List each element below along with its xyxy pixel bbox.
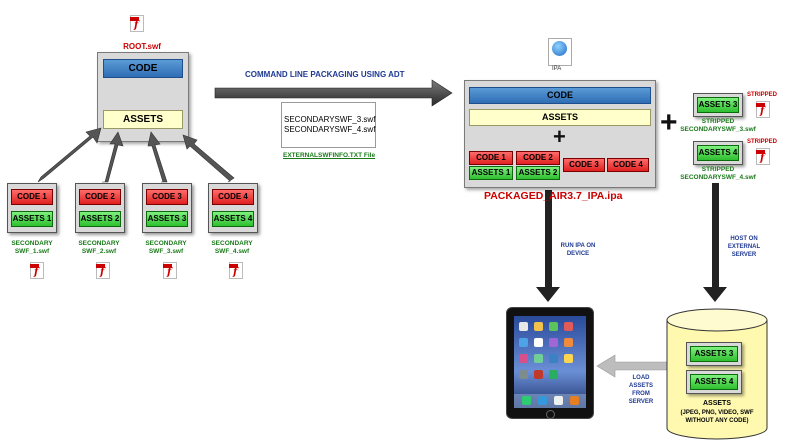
stripped-4-assets: ASSETS 4 [697, 145, 739, 161]
server-assets-4-box: ASSETS 4 [686, 370, 742, 394]
secondary-1-code: CODE 1 [11, 189, 53, 205]
upward-arrows [37, 127, 235, 183]
config-line-1: SECONDARYSWF_3.swf [284, 115, 376, 124]
ipa-assets-2: ASSETS 2 [516, 166, 560, 180]
stripped-swf-3-box: ASSETS 3 [693, 93, 743, 117]
root-assets-bar: ASSETS [103, 110, 183, 129]
secondary-swf-2-box: CODE 2 ASSETS 2 [75, 183, 125, 233]
load-assets-arrow [596, 354, 669, 378]
ipa-code-1: CODE 1 [469, 151, 513, 165]
flash-file-icon: f [756, 101, 770, 118]
flash-file-icon: f [130, 15, 144, 32]
secondary-swf-1-box: CODE 1 ASSETS 1 [7, 183, 57, 233]
server-title: ASSETS [702, 400, 731, 407]
run-ipa-label: RUN IPA ON DEVICE [560, 243, 596, 257]
server-assets-3-box: ASSETS 3 [686, 342, 742, 366]
secondary-1-label: SECONDARY SWF_1.swf [11, 240, 53, 255]
ipa-assets-1: ASSETS 1 [469, 166, 513, 180]
packaging-arrow-label: COMMAND LINE PACKAGING USING ADT [245, 70, 405, 79]
secondary-2-code: CODE 2 [79, 189, 121, 205]
secondary-swf-4-box: CODE 4 ASSETS 4 [208, 183, 258, 233]
secondary-2-assets: ASSETS 2 [79, 211, 121, 227]
stripped-3-label: STRIPPED SECONDARYSWF_3.swf [680, 118, 756, 133]
root-file-label: ROOT.swf [123, 42, 161, 51]
stripped-4-tag: STRIPPED [747, 139, 778, 145]
ipa-file-icon [548, 38, 572, 66]
home-button [546, 410, 555, 419]
ipa-code-bar: CODE [469, 87, 651, 104]
ipa-code-2: CODE 2 [516, 151, 560, 165]
config-file-label: EXTERNALSWFINFO.TXT File [283, 152, 376, 159]
load-assets-label: LOAD ASSETS FROM SERVER [628, 375, 654, 405]
ipa-plus: + [553, 124, 566, 149]
stripped-3-tag: STRIPPED [747, 92, 778, 98]
stripped-3-assets: ASSETS 3 [697, 97, 739, 113]
server-assets-3: ASSETS 3 [690, 346, 738, 362]
secondary-3-label: SECONDARY SWF_3.swf [145, 240, 187, 255]
root-code-bar: CODE [103, 59, 183, 78]
packaging-arrow [214, 79, 453, 107]
ipa-icon-label: IPA [552, 66, 562, 72]
config-file-box: SECONDARYSWF_3.swf SECONDARYSWF_4.swf [281, 102, 376, 148]
stripped-plus: + [660, 106, 678, 139]
host-external-arrow [703, 183, 727, 302]
stripped-swf-4-box: ASSETS 4 [693, 141, 743, 165]
secondary-swf-3-box: CODE 3 ASSETS 3 [142, 183, 192, 233]
secondary-3-assets: ASSETS 3 [146, 211, 188, 227]
config-line-2: SECONDARYSWF_4.swf [284, 125, 376, 134]
ipa-music-icon [552, 41, 567, 56]
server-subtitle: (JPEG, PNG, VIDEO, SWF WITHOUT ANY CODE) [680, 410, 754, 424]
secondary-3-code: CODE 3 [146, 189, 188, 205]
ipa-file-label: PACKAGED_AIR3.7_IPA.ipa [484, 190, 623, 202]
app-icon-grid [514, 322, 586, 408]
secondary-2-label: SECONDARY SWF_2.swf [78, 240, 120, 255]
secondary-4-assets: ASSETS 4 [212, 211, 254, 227]
tablet-screen [514, 316, 586, 408]
ipa-code-4: CODE 4 [607, 158, 649, 172]
ipa-code-3: CODE 3 [563, 158, 605, 172]
run-ipa-arrow [536, 190, 560, 302]
ipa-package-box: CODE ASSETS + CODE 1 ASSETS 1 CODE 2 ASS… [464, 80, 656, 188]
flash-file-icon: f [756, 148, 770, 165]
root-swf-box: CODE ASSETS [97, 52, 189, 142]
flash-file-icon: f [96, 262, 110, 279]
secondary-4-code: CODE 4 [212, 189, 254, 205]
secondary-1-assets: ASSETS 1 [11, 211, 53, 227]
host-external-label: HOST ON EXTERNAL SERVER [727, 236, 761, 258]
server-assets-4: ASSETS 4 [690, 374, 738, 390]
tablet-device [506, 307, 594, 419]
flash-file-icon: f [229, 262, 243, 279]
flash-file-icon: f [163, 262, 177, 279]
ipa-assets-bar: ASSETS [469, 109, 651, 126]
flash-file-icon: f [30, 262, 44, 279]
secondary-4-label: SECONDARY SWF_4.swf [211, 240, 253, 255]
stripped-4-label: STRIPPED SECONDARYSWF_4.swf [680, 166, 756, 181]
